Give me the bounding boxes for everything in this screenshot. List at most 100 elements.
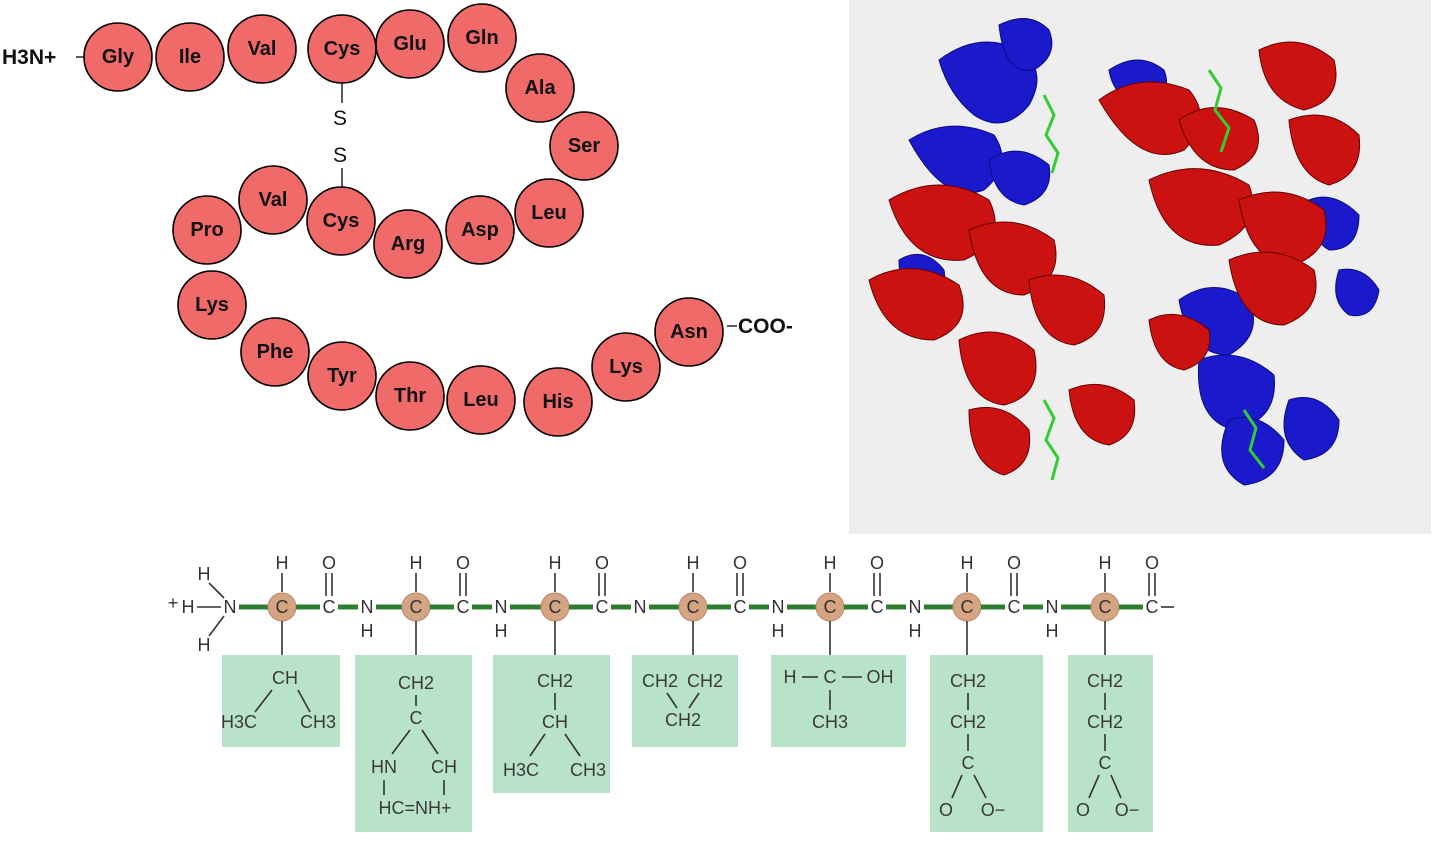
- side-chain-atom: C: [824, 667, 837, 687]
- residue-label: Asn: [670, 321, 708, 343]
- carbonyl-carbon: C: [871, 597, 884, 617]
- residue-circle: [177, 270, 247, 340]
- alpha-carbon-label: C: [687, 597, 700, 617]
- carbonyl-oxygen: O: [595, 553, 609, 573]
- residue-thr: Thr: [375, 361, 445, 431]
- carbonyl-oxygen: O: [322, 553, 336, 573]
- residue-label: Thr: [394, 385, 426, 407]
- residue-circle: [240, 317, 310, 387]
- alpha-carbon: [952, 592, 982, 622]
- residue-circle: [514, 178, 584, 248]
- residue-circle: [549, 111, 619, 181]
- residue-circle: [523, 367, 593, 437]
- carbonyl-carbon: C: [1146, 597, 1159, 617]
- residue-asn: Asn: [654, 297, 724, 367]
- n-terminus-label: H3N+: [2, 46, 56, 69]
- alpha-carbon-label: C: [961, 597, 974, 617]
- residue-val: Val: [238, 165, 308, 235]
- alpha-carbon-label: C: [410, 597, 423, 617]
- residue-label: Asp: [461, 219, 499, 241]
- residue-label: Ala: [524, 77, 556, 99]
- side-chain-atom: HN: [371, 757, 397, 777]
- carbonyl-carbon: C: [457, 597, 470, 617]
- amide-nitrogen: N: [772, 597, 785, 617]
- residue-circle: [373, 209, 443, 279]
- residue-circle: [446, 365, 516, 435]
- alpha-carbon: [815, 592, 845, 622]
- residue-label: Val: [259, 189, 288, 211]
- chain-red-ribbons: [868, 41, 1361, 476]
- n-terminus-nitrogen: N: [224, 597, 237, 617]
- carbonyl-carbon: C: [1008, 597, 1021, 617]
- protein-ribbon-structure: [849, 0, 1431, 534]
- amide-nitrogen: N: [361, 597, 374, 617]
- residue-circle: [505, 53, 575, 123]
- side-chain-atom: H: [784, 667, 797, 687]
- side-chain-atom: O−: [981, 800, 1006, 820]
- residue-label: Cys: [324, 38, 361, 60]
- residue-circle: [238, 165, 308, 235]
- side-chain-atom: CH2: [687, 671, 723, 691]
- carbonyl-oxygen: O: [733, 553, 747, 573]
- n-terminus-hydrogen: H: [198, 635, 211, 655]
- c-terminus-label: COO-: [738, 315, 793, 338]
- residue-phe: Phe: [240, 317, 310, 387]
- side-chain-atom: CH: [542, 712, 568, 732]
- amide-hydrogen: H: [361, 621, 374, 641]
- side-chain-box: [355, 655, 472, 832]
- side-chain-atom: CH: [431, 757, 457, 777]
- alpha-carbon-label: C: [1099, 597, 1112, 617]
- side-chain-atom: HC=NH+: [378, 798, 451, 818]
- carbonyl-carbon: C: [734, 597, 747, 617]
- side-chain-atom: O: [939, 800, 953, 820]
- carbonyl-oxygen: O: [1145, 553, 1159, 573]
- side-chain-atom: CH2: [665, 710, 701, 730]
- residue-circle: [447, 3, 517, 73]
- side-chain-box: [632, 655, 738, 747]
- residue-label: Pro: [190, 219, 223, 241]
- residue-label: Gln: [465, 27, 498, 49]
- side-chain-boxes: [222, 655, 1153, 832]
- residue-label: Leu: [531, 202, 567, 224]
- residue-his: His: [523, 367, 593, 437]
- side-chain-atom: CH2: [398, 673, 434, 693]
- residue-cys: Cys: [307, 14, 377, 84]
- side-chain-box: [493, 655, 610, 793]
- side-chain-atom: CH2: [642, 671, 678, 691]
- residue-circle: [591, 332, 661, 402]
- side-chain-atom: CH2: [537, 671, 573, 691]
- sulfur-atom-1: S: [333, 107, 347, 130]
- side-chain-atom: CH2: [950, 671, 986, 691]
- alpha-carbon: [678, 592, 708, 622]
- alpha-carbon: [267, 592, 297, 622]
- residue-label: Lys: [609, 356, 643, 378]
- residue-cys: Cys: [306, 186, 376, 256]
- side-chain-atom: O−: [1115, 800, 1140, 820]
- alpha-carbon-label: C: [824, 597, 837, 617]
- residue-asp: Asp: [445, 195, 515, 265]
- residue-leu: Leu: [514, 178, 584, 248]
- residue-circle: [445, 195, 515, 265]
- ribbon-render: [868, 18, 1380, 486]
- amide-hydrogen: H: [772, 621, 785, 641]
- residue-ile: Ile: [155, 22, 225, 92]
- amide-nitrogen: N: [1046, 597, 1059, 617]
- n-terminus-charge: +: [168, 593, 179, 613]
- residue-label: Ser: [568, 135, 600, 157]
- residue-label: Lys: [195, 294, 229, 316]
- residue-label: Val: [248, 38, 277, 60]
- residue-glu: Glu: [375, 9, 445, 79]
- residue-leu: Leu: [446, 365, 516, 435]
- side-chain-atom: CH2: [1087, 671, 1123, 691]
- side-chain-atom: CH2: [950, 712, 986, 732]
- residue-circle: [375, 361, 445, 431]
- amide-nitrogen: N: [634, 597, 647, 617]
- residue-label: Arg: [391, 233, 425, 255]
- side-chain-atom: C: [1099, 753, 1112, 773]
